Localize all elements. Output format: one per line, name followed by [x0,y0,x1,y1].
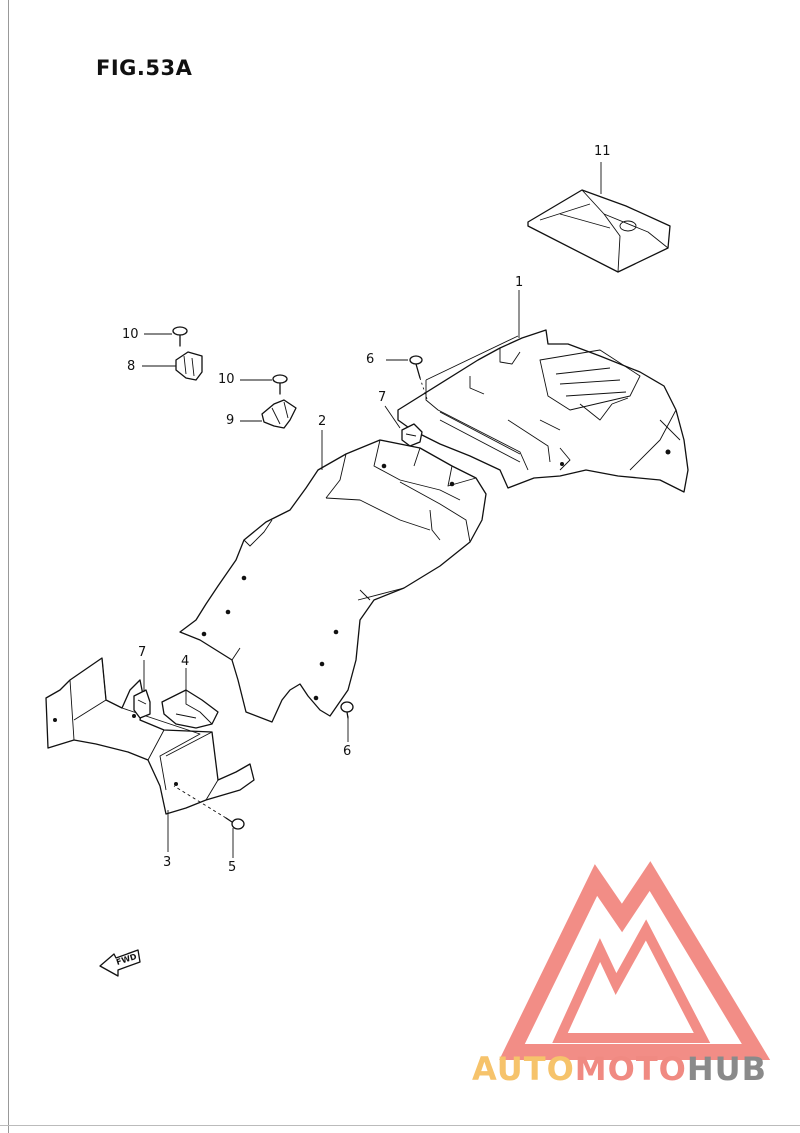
callout-4: 4 [181,654,190,669]
part-2-rear-fender [179,439,487,723]
part-8-clamp [175,351,203,381]
callout-7-lower: 7 [138,645,147,660]
part-6-bolt-lower [340,701,354,719]
callout-9: 9 [226,413,235,428]
part-3-license-bracket [45,657,255,815]
callout-2: 2 [318,414,327,429]
callout-8: 8 [127,359,136,374]
watermark-hub: HUB [686,1050,768,1088]
callout-6-lower: 6 [343,744,352,759]
part-7-clip-lower [133,689,151,719]
part-4-small-bracket [161,689,219,729]
watermark-text: AUTOMOTOHUB [472,1050,767,1088]
callout-6-upper: 6 [366,352,375,367]
callout-10-lower: 10 [218,372,235,387]
callout-11: 11 [594,144,611,159]
watermark-moto: MOTO [574,1050,687,1088]
part-10-screw-lower [272,374,288,395]
callout-3: 3 [163,855,172,870]
part-1-rear-bracket [397,329,689,493]
part-5-bolt [173,785,245,830]
page-border-left [8,0,9,1133]
figure-title: FIG.53A [96,56,193,80]
fwd-direction-arrow [99,949,141,977]
watermark-auto: AUTO [472,1050,575,1088]
page-border-bottom [0,1125,800,1126]
leader-lines [142,162,602,858]
callout-5: 5 [228,860,237,875]
part-11-tool-bag [527,189,671,273]
callout-1: 1 [515,275,524,290]
part-9-clamp [261,399,297,429]
callout-10-upper: 10 [122,327,139,342]
part-7-clip-upper [401,423,423,447]
automotohub-logo-mark [499,861,771,1060]
part-6-bolt-upper [409,355,429,403]
part-10-screw-upper [172,326,188,347]
callout-7-upper: 7 [378,390,387,405]
